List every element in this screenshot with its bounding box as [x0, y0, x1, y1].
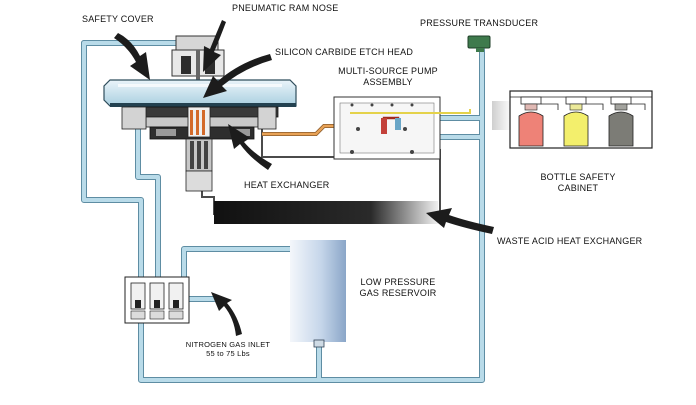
label-nitrogen-gas-inlet: NITROGEN GAS INLET 55 to 75 Lbs: [178, 340, 278, 358]
red-bottle: [518, 96, 544, 147]
valve-manifold: [124, 276, 190, 324]
label-multi-source-pump-line1: MULTI-SOURCE PUMP: [338, 66, 438, 76]
arrow-etch-head: [203, 54, 272, 98]
label-safety-cover: SAFETY COVER: [82, 14, 154, 24]
low-pressure-gas-reservoir: [290, 240, 346, 342]
label-nitrogen-line2: 55 to 75 Lbs: [206, 349, 250, 358]
pressure-transducer: [467, 35, 491, 52]
label-silicon-carbide-etch-head: SILICON CARBIDE ETCH HEAD: [275, 47, 414, 57]
label-bottle-safety-line2: CABINET: [557, 183, 599, 193]
safety-cover: [103, 79, 297, 107]
arrow-ram-nose: [203, 20, 226, 72]
label-heat-exchanger: HEAT EXCHANGER: [244, 180, 330, 190]
arrow-heat-exchanger: [228, 124, 272, 170]
label-pneumatic-ram-nose: PNEUMATIC RAM NOSE: [232, 3, 339, 13]
yellow-bottle: [563, 96, 589, 147]
arrow-nitrogen: [211, 292, 242, 336]
label-bottle-safety-line1: BOTTLE SAFETY: [540, 172, 616, 182]
bottle-safety-cabinet: [492, 90, 653, 149]
label-waste-acid-heat-exchanger: WASTE ACID HEAT EXCHANGER: [497, 236, 643, 246]
gray-bottle: [608, 96, 634, 147]
label-multi-source-pump: MULTI-SOURCE PUMP ASSEMBLY: [333, 66, 443, 88]
arrow-waste-acid: [426, 208, 494, 234]
label-bottle-safety-cabinet: BOTTLE SAFETY CABINET: [528, 172, 628, 194]
multi-source-pump: [333, 96, 471, 160]
label-low-pressure-line1: LOW PRESSURE: [360, 277, 436, 287]
label-pressure-transducer: PRESSURE TRANSDUCER: [420, 18, 539, 28]
label-low-pressure-line2: GAS RESERVOIR: [359, 288, 437, 298]
waste-acid-heat-exchanger: [214, 201, 438, 224]
label-nitrogen-line1: NITROGEN GAS INLET: [185, 340, 271, 349]
arrow-safety-cover: [114, 33, 150, 80]
etch-head-assembly: [103, 35, 297, 192]
label-multi-source-pump-line2: ASSEMBLY: [363, 77, 413, 87]
callout-arrows: [114, 20, 494, 336]
label-low-pressure-gas-reservoir: LOW PRESSURE GAS RESERVOIR: [358, 277, 438, 299]
